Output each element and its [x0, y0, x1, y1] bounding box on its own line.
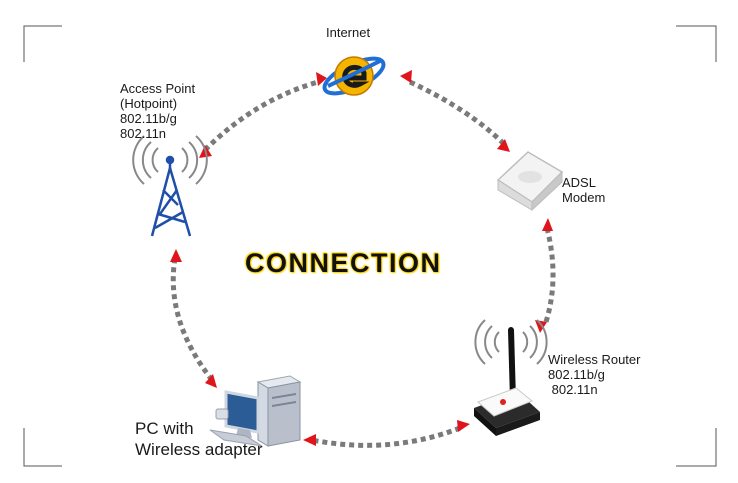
arrow-head [400, 70, 412, 83]
access-point-label-line: Access Point [120, 81, 196, 96]
pc-label: PC with Wireless adapter [135, 418, 263, 460]
arrow-head [535, 320, 547, 333]
arrow-head [170, 249, 182, 262]
modem-label-line: Modem [562, 190, 606, 205]
arrow-head [457, 420, 470, 432]
wireless-router-icon [474, 319, 548, 436]
modem-label: ADSL Modem [562, 175, 605, 205]
router-label-line: 802.11b/g [548, 367, 605, 382]
internet-label: Internet [326, 25, 370, 40]
link-pc-ap [170, 257, 214, 382]
access-point-label-line: 802.11n [120, 126, 167, 141]
arrow-head [497, 139, 510, 152]
pc-label-line: Wireless adapter [135, 440, 263, 459]
router-label-line: Wireless Router [548, 352, 641, 367]
pc-label-line: PC with [135, 419, 194, 438]
router-label: Wireless Router 802.11b/g 802.11n [548, 352, 640, 397]
arrow-head [542, 218, 553, 231]
router-label-line: 802.11n [548, 382, 598, 397]
link-internet-modem [408, 79, 507, 147]
diagram-title: CONNECTION [245, 248, 442, 278]
arrow-head [316, 72, 327, 86]
arrow-head [303, 434, 316, 446]
link-modem-router [542, 227, 556, 326]
access-point-tower-icon [132, 135, 208, 237]
internet-label-text: Internet [326, 25, 371, 40]
access-point-label-line: (Hotpoint) [120, 96, 178, 111]
access-point-label: Access Point (Hotpoint) 802.11b/g 802.11… [120, 81, 195, 141]
internet-icon [322, 56, 386, 96]
link-ap-internet [203, 79, 319, 152]
access-point-label-line: 802.11b/g [120, 111, 177, 126]
pc-icon [209, 375, 302, 447]
adsl-modem-icon [496, 151, 564, 212]
link-router-pc [311, 425, 461, 448]
modem-label-line: ADSL [562, 175, 596, 190]
frame-corners [23, 25, 717, 467]
arrow-head [205, 374, 217, 388]
